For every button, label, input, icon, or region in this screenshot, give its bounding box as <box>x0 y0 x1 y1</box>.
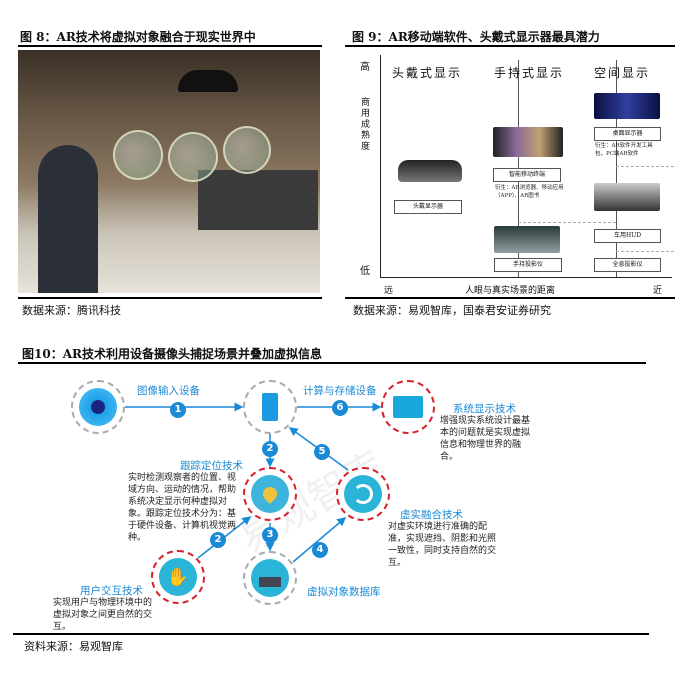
desc-tracking: 实时检测观察者的位置、视域方向、运动的情况，帮助系统决定显示何种虚拟对象。跟踪定… <box>128 473 237 543</box>
divider <box>345 297 675 299</box>
column-handheld: 手持式显示 <box>494 66 565 80</box>
box-projector: 手持投影仪 <box>494 258 562 272</box>
figure-8-source: 数据来源：腾讯科技 <box>22 304 121 317</box>
x-label: 人眼与真实场景的距离 <box>465 286 556 296</box>
dashed-divider <box>616 251 674 252</box>
image-input-node <box>71 380 125 434</box>
label-database: 虚拟对象数据库 <box>307 586 381 598</box>
database-node <box>243 551 297 605</box>
ar-bubble <box>223 126 271 174</box>
divider <box>18 297 322 299</box>
label-display: 系统显示技术 <box>453 403 516 415</box>
label-compute: 计算与存储设备 <box>303 385 377 397</box>
divider <box>345 45 675 47</box>
box-hud: 车用HUD <box>594 229 661 243</box>
step-5: 5 <box>314 444 330 460</box>
fusion-node <box>336 467 390 521</box>
step-2: 2 <box>262 441 278 457</box>
y-low: 低 <box>360 266 370 277</box>
figure-10-source: 资料来源：易观智库 <box>24 640 123 653</box>
desc-fusion: 对虚实环境进行准确的配准，实现遮挡、阴影和光照一致性，同时支持自然的交互。 <box>388 522 497 568</box>
hud-image <box>594 183 660 211</box>
label-tracking: 跟踪定位技术 <box>180 460 243 472</box>
desktop-image <box>594 93 660 119</box>
interaction-node: ✋ <box>151 550 205 604</box>
y-axis <box>380 55 381 277</box>
y-high: 高 <box>360 62 370 73</box>
camera-aperture-icon <box>79 388 117 426</box>
map-pin-icon <box>251 475 289 513</box>
x-axis <box>380 277 672 278</box>
display-node <box>381 380 435 434</box>
desc-interaction: 实现用户与物理环境中的虚拟对象之间更自然的交互。 <box>53 598 153 632</box>
compute-node <box>243 380 297 434</box>
ar-bubble <box>113 130 163 180</box>
hololens-image <box>398 160 462 182</box>
figure-10-title: 图10：AR技术利用设备摄像头捕捉场景并叠加虚拟信息 <box>22 347 322 361</box>
column-divider <box>616 60 617 277</box>
ar-bubble <box>168 132 218 182</box>
divider <box>18 45 322 47</box>
stove <box>198 170 318 230</box>
projector-image <box>494 226 560 253</box>
figure-9-diagram: 高 商用成熟度 低 远 人眼与真实场景的距离 近 头戴式显示 手持式显示 空间显… <box>340 50 680 296</box>
box-holo: 全息投影仪 <box>594 258 661 272</box>
box-mobile: 智能移动终端 <box>493 168 561 182</box>
y-label: 商用成熟度 <box>361 98 371 152</box>
label-image-input: 图像输入设备 <box>137 385 200 397</box>
column-spatial: 空间显示 <box>594 66 651 80</box>
desktop-note: 衍生：AR软件开发工具包，PC端AR软件 <box>595 143 653 157</box>
figure-9-title: 图 9：AR移动端软件、头戴式显示器最具潜力 <box>352 30 600 44</box>
step-6: 6 <box>332 400 348 416</box>
sync-icon <box>344 475 382 513</box>
tracking-node <box>243 467 297 521</box>
x-near: 近 <box>653 286 663 296</box>
step-3: 3 <box>262 527 278 543</box>
dashed-divider <box>518 222 616 223</box>
figure-8-title: 图 8：AR技术将虚拟对象融合于现实世界中 <box>20 30 256 44</box>
box-hmd: 头戴显示器 <box>394 200 462 214</box>
desc-display: 增强现实系统设计最基本的问题就是实现虚拟信息和物理世界的融合。 <box>440 416 531 462</box>
divider <box>18 362 646 364</box>
step-1: 1 <box>170 402 186 418</box>
monitor-icon <box>389 388 427 426</box>
hand-touch-icon: ✋ <box>159 558 197 596</box>
box-desktop: 桌面显示器 <box>594 127 661 141</box>
phone-image <box>493 127 563 157</box>
person <box>38 145 98 293</box>
figure-9-source: 数据来源：易观智库，国泰君安证券研究 <box>353 304 551 317</box>
label-interaction: 用户交互技术 <box>80 585 143 597</box>
column-head-mounted: 头戴式显示 <box>392 66 463 80</box>
label-fusion: 虚实融合技术 <box>400 509 463 521</box>
divider <box>13 633 649 635</box>
ar-kitchen-photo <box>18 50 320 293</box>
step-4: 4 <box>312 542 328 558</box>
mobile-note: 衍生：AR浏览器、移动应用（APP）、AR图书 <box>495 185 564 199</box>
step-2b: 2 <box>210 532 226 548</box>
server-icon <box>251 388 289 426</box>
dashed-divider <box>616 166 674 167</box>
lamp <box>178 70 238 92</box>
cloud-database-icon <box>251 559 289 597</box>
x-far: 远 <box>384 286 394 296</box>
